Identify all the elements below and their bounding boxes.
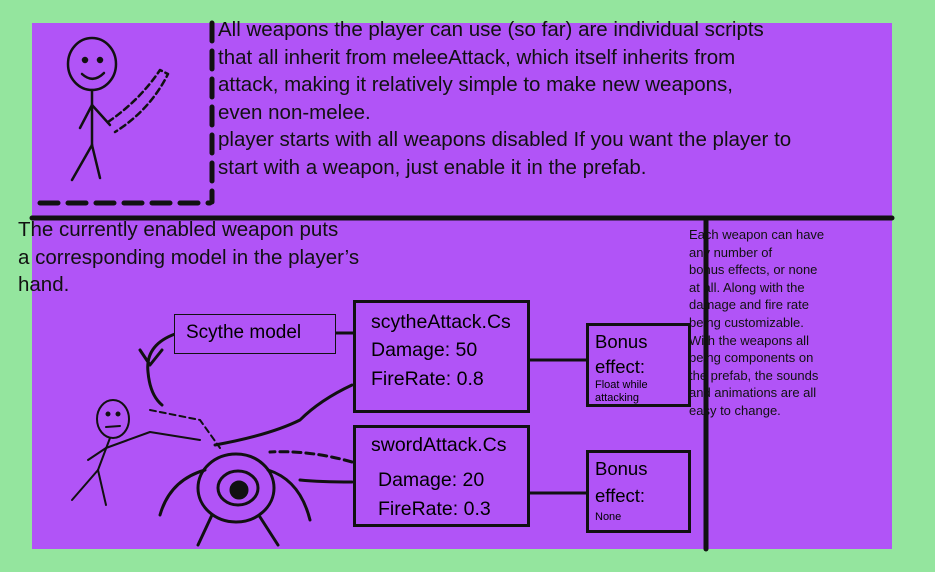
left-line: hand. [18, 273, 70, 296]
right-line: bonus effects, or none [689, 262, 818, 278]
right-line: damage and fire rate [689, 297, 809, 313]
top-line: that all inherit from meleeAttack, which… [218, 45, 736, 69]
scythe-attack-damage: Damage: 50 [371, 339, 478, 361]
stick-figure-bottom [71, 399, 221, 506]
top-line: start with a weapon, just enable it in t… [218, 155, 647, 179]
sword-bonus-label: effect: [595, 485, 646, 506]
eye-creature [158, 452, 312, 547]
stick-figure-with-scythe [66, 36, 170, 182]
sword-attack-damage: Damage: 20 [378, 469, 485, 491]
sword-attack-title: swordAttack.Cs [371, 434, 507, 456]
right-line: being components on [689, 350, 814, 366]
right-line: Each weapon can have [689, 227, 825, 242]
top-line: attack, making it relatively simple to m… [218, 73, 734, 96]
right-line: at all. Along with the [689, 279, 805, 295]
scythe-attack-firerate: FireRate: 0.8 [371, 368, 484, 390]
sword-bonus-box: Bonus effect: None [586, 450, 691, 533]
sword-attack-box: swordAttack.Cs Damage: 20 FireRate: 0.3 [353, 425, 530, 527]
scythe-bonus-detail: Float while [595, 379, 648, 391]
top-line: even non-melee. [218, 100, 371, 124]
scythe-bonus-box: Bonus effect: Float while attacking [586, 323, 691, 407]
right-line: any number of [689, 244, 773, 260]
top-description: All weapons the player can use (so far) … [218, 16, 858, 181]
scythe-bonus-label: effect: [595, 356, 646, 377]
right-description: Each weapon can have any number of bonus… [689, 226, 854, 420]
left-description: The currently enabled weapon puts a corr… [18, 216, 438, 299]
connector-arrows [138, 331, 588, 495]
right-line: With the weapons all [689, 332, 809, 348]
scythe-model-box: Scythe model [174, 314, 336, 354]
right-line: easy to change. [689, 402, 781, 418]
left-line: a corresponding model in the player’s [18, 245, 360, 269]
sword-attack-firerate: FireRate: 0.3 [378, 498, 491, 520]
right-line: and animations are all [689, 385, 817, 401]
scythe-bonus-label: Bonus [595, 331, 648, 352]
scythe-model-label: Scythe model [186, 322, 302, 343]
scythe-bonus-detail: attacking [595, 392, 640, 404]
right-line: being customizable. [689, 314, 804, 330]
right-line: the prefab, the sounds [689, 367, 819, 383]
left-line: The currently enabled weapon puts [18, 218, 339, 241]
sword-bonus-label: Bonus [595, 458, 648, 479]
sword-bonus-detail: None [595, 511, 622, 523]
top-line: player starts with all weapons disabled … [218, 128, 792, 151]
scythe-attack-box: scytheAttack.Cs Damage: 50 FireRate: 0.8 [353, 300, 530, 413]
top-line: All weapons the player can use (so far) … [218, 18, 764, 41]
scythe-attack-title: scytheAttack.Cs [371, 311, 511, 333]
